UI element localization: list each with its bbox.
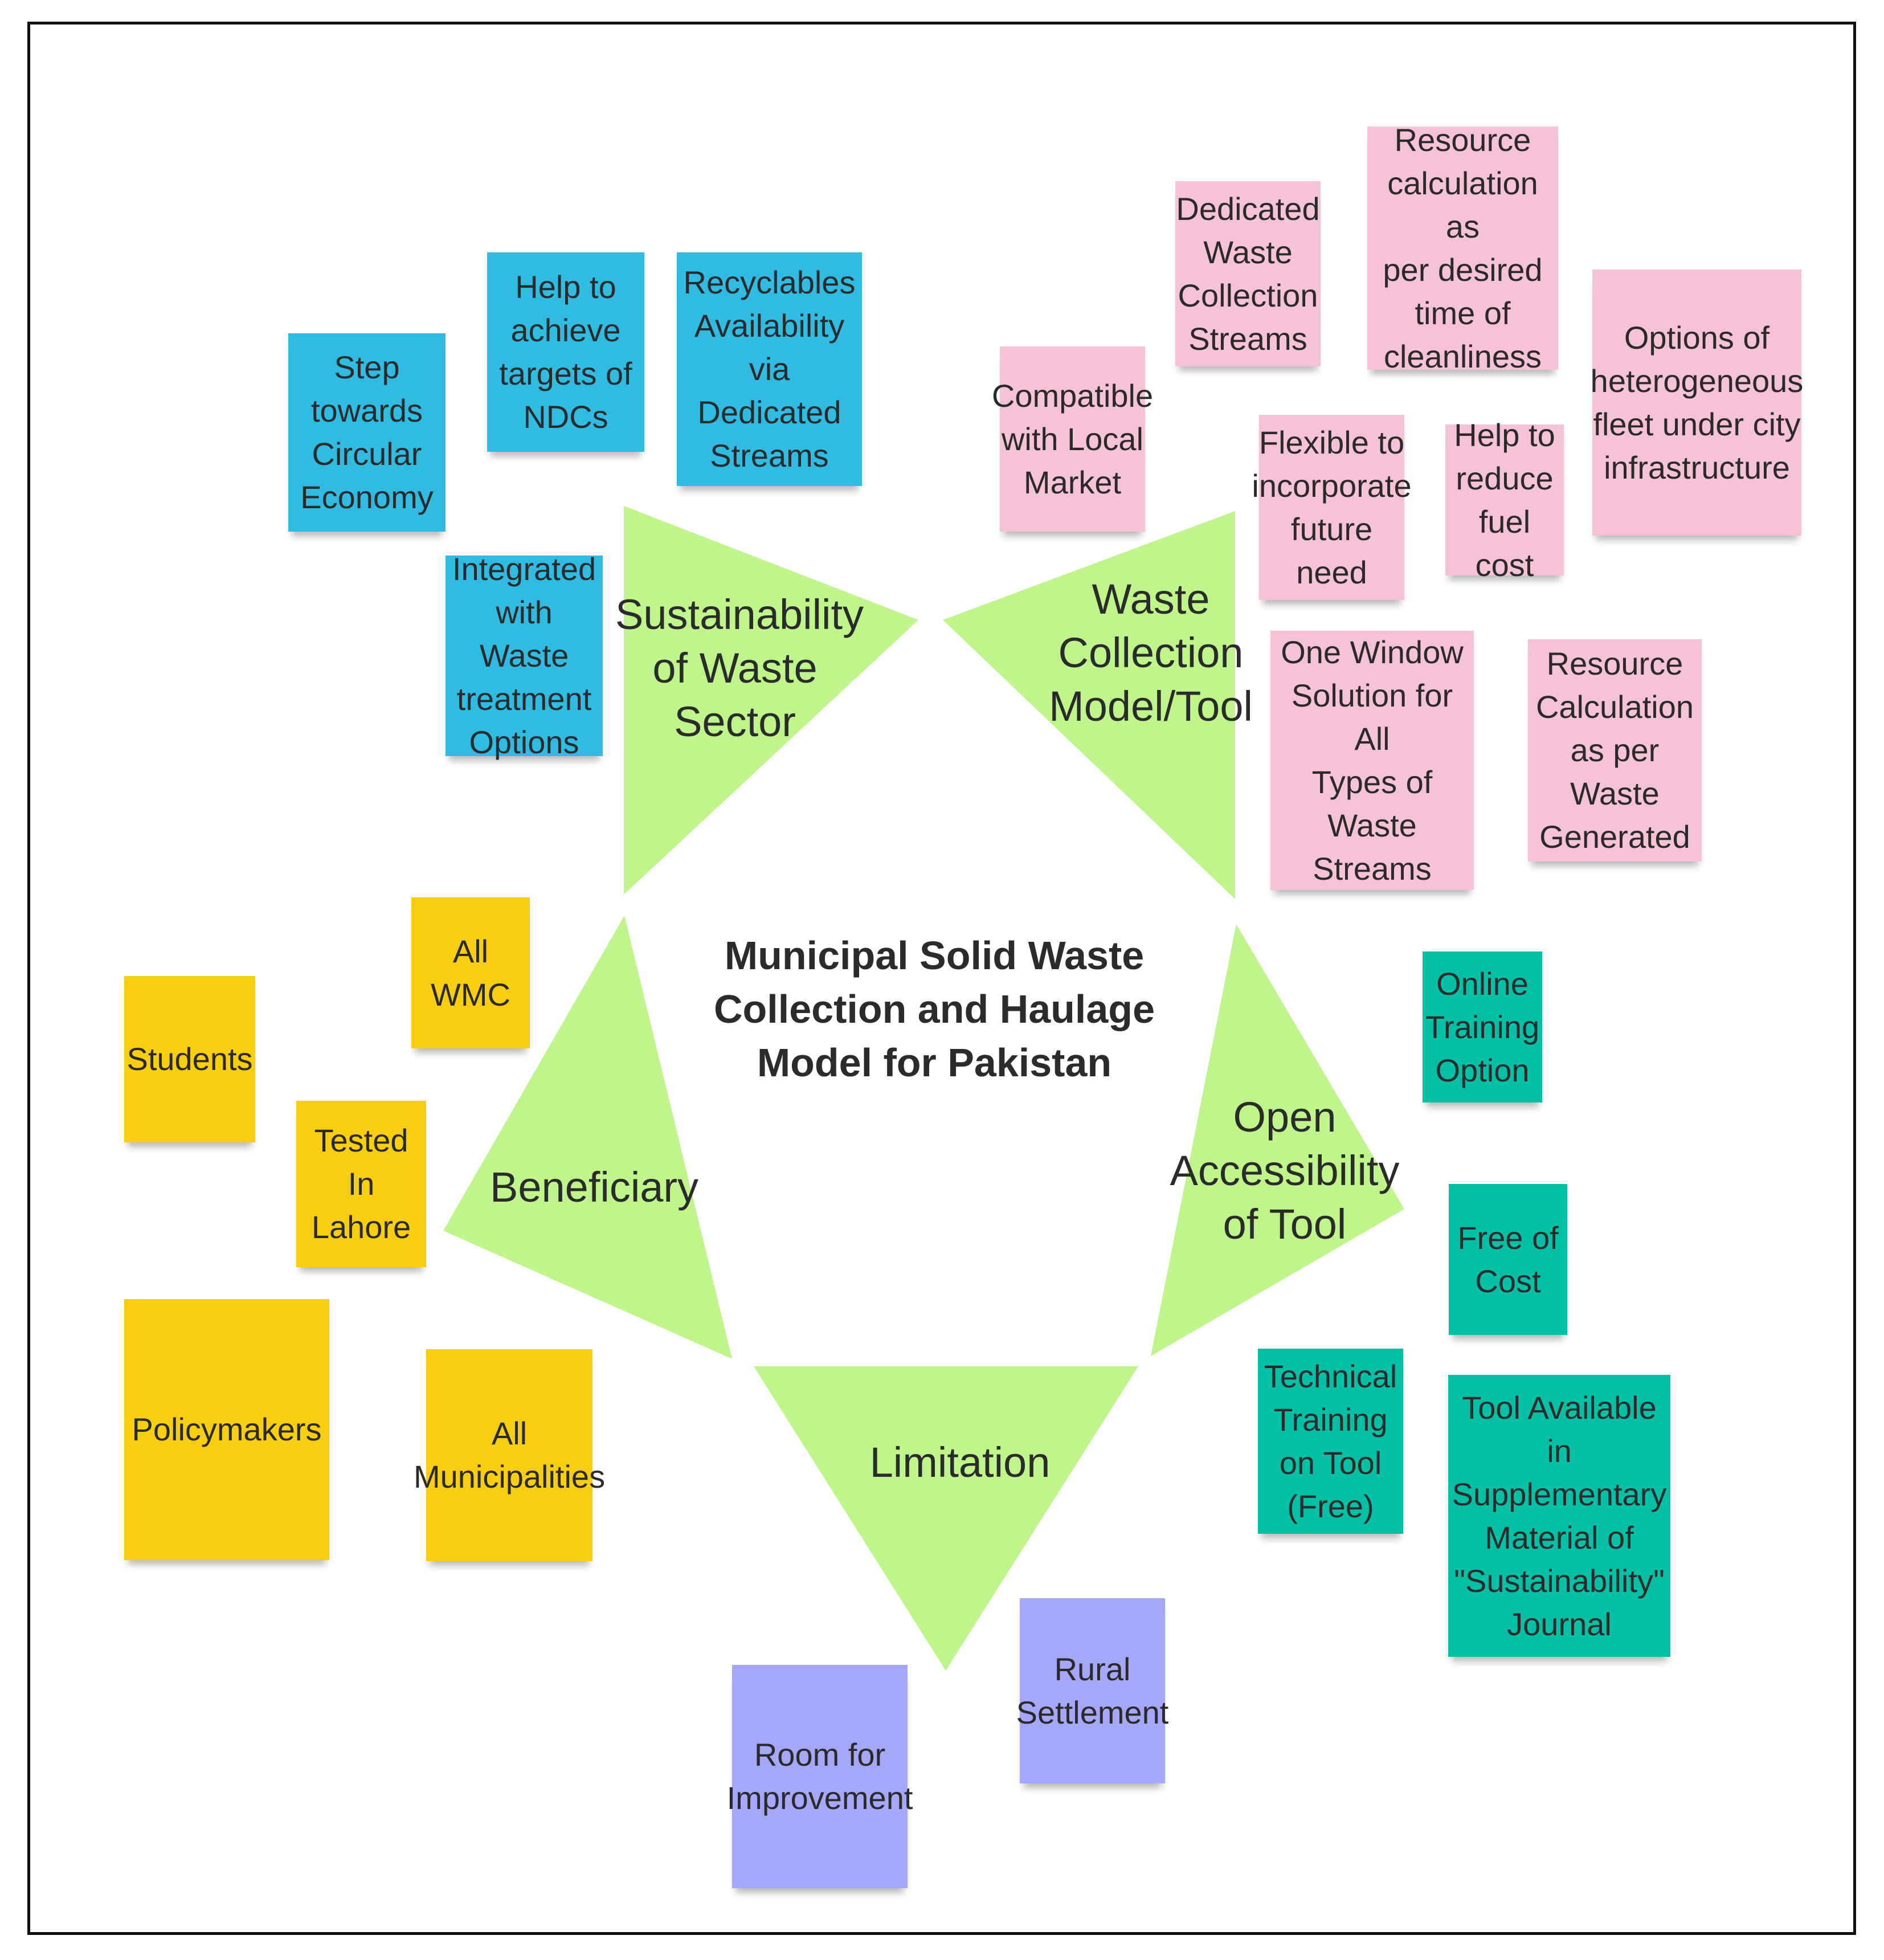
note-fuel-cost: Help to reduce fuel cost xyxy=(1445,417,1564,583)
diagram-title: Municipal Solid Waste Collection and Hau… xyxy=(714,933,1155,1085)
note-recyclables-availability: Recyclables Availability via Dedicated S… xyxy=(677,252,862,486)
note-all-wmc: All WMC xyxy=(411,897,530,1048)
note-all-municipalities: All Municipalities xyxy=(414,1349,605,1561)
note-technical-training: Technical Training on Tool (Free) xyxy=(1258,1349,1403,1534)
note-students: Students xyxy=(124,976,255,1142)
note-heterogeneous-fleet: Options of heterogeneous fleet under cit… xyxy=(1591,270,1803,536)
triangle-sustainability xyxy=(624,506,918,895)
note-waste-treatment-options: Integrated with Waste treatment Options xyxy=(446,551,603,760)
triangle-accessibility xyxy=(1151,924,1404,1356)
note-policymakers: Policymakers xyxy=(124,1299,329,1560)
note-online-training: Online Training Option xyxy=(1423,952,1542,1102)
note-free-of-cost: Free of Cost xyxy=(1449,1184,1567,1335)
triangle-label-sustainability: Sustainability of Waste Sector xyxy=(615,591,864,745)
note-circular-economy: Step towards Circular Economy xyxy=(288,333,446,532)
triangle-collection xyxy=(943,511,1235,899)
note-room-for-improvement: Room for Improvement xyxy=(727,1665,913,1888)
note-supplementary-material: Tool Available in Supplementary Material… xyxy=(1448,1375,1670,1657)
triangle-label-accessibility: Open Accessibility of Tool xyxy=(1170,1093,1400,1248)
triangle-limitation xyxy=(754,1366,1138,1671)
note-one-window-solution: One Window Solution for All Types of Was… xyxy=(1270,631,1474,890)
note-tested-lahore: Tested In Lahore xyxy=(296,1101,426,1267)
triangle-label-limitation: Limitation xyxy=(869,1439,1051,1486)
note-local-market: Compatible with Local Market xyxy=(992,346,1153,532)
note-rural-settlement: Rural Settlement xyxy=(1016,1598,1168,1783)
triangle-label-beneficiary: Beneficiary xyxy=(490,1163,699,1211)
triangle-label-collection: Waste Collection Model/Tool xyxy=(1049,575,1253,730)
triangle-beneficiary xyxy=(443,916,732,1359)
note-resource-waste-generated: Resource Calculation as per Waste Genera… xyxy=(1528,639,1702,861)
note-future-need: Flexible to incorporate future need xyxy=(1252,415,1412,600)
note-dedicated-streams: Dedicated Waste Collection Streams xyxy=(1175,181,1321,366)
note-resource-cleanliness: Resource calculation as per desired time… xyxy=(1367,122,1558,374)
note-ndc-targets: Help to achieve targets of NDCs xyxy=(487,252,644,452)
